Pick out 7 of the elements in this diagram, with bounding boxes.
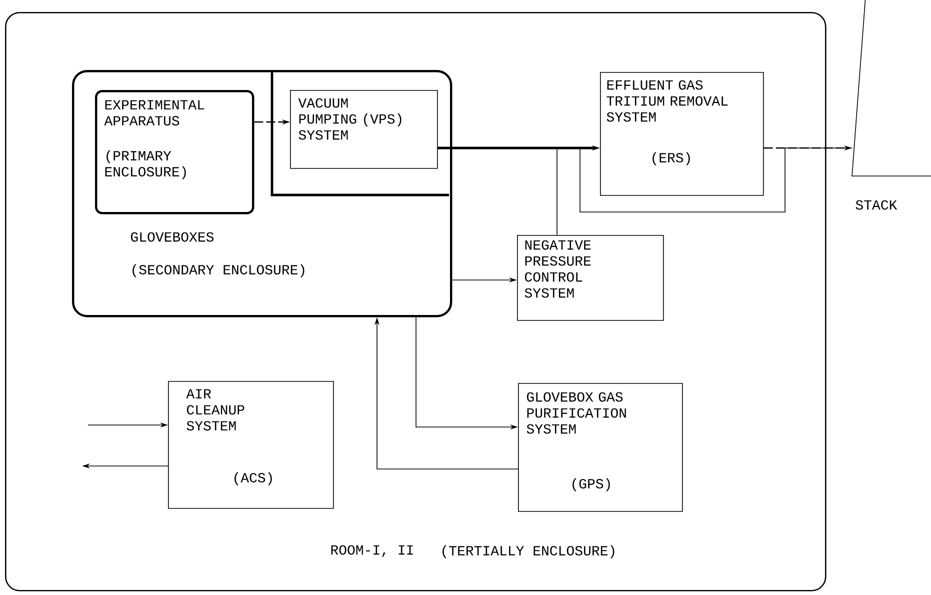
- process-box: EFFLUENT GAS TRITIUM REMOVAL SYSTEM (ERS): [600, 72, 764, 196]
- stack-drawing: STACK: [852, 0, 931, 210]
- process-box: VACUUM PUMPING (VPS) SYSTEM: [290, 90, 438, 169]
- process-box: AIR CLEANUP SYSTEM (ACS): [168, 381, 334, 509]
- process-box: NEGATIVE PRESSURE CONTROL SYSTEM: [517, 235, 664, 321]
- apparatus-box: EXPERIMENTAL APPARATUS (PRIMARY ENCLOSURE): [95, 90, 254, 214]
- process-box: GLOVEBOX GAS PURIFICATION SYSTEM (GPS): [518, 383, 683, 512]
